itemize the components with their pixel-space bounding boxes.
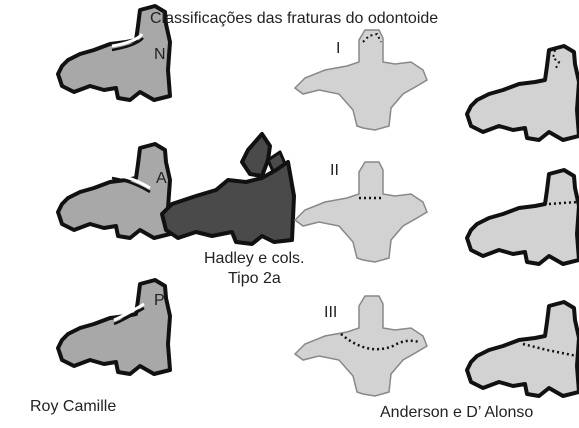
roy-camille-label-p: P <box>154 292 165 310</box>
hadley-caption-line1: Hadley e cols. <box>204 250 305 268</box>
anderson-caption: Anderson e D’ Alonso <box>380 404 533 422</box>
anderson-type-i-lateral <box>467 46 579 140</box>
anderson-type-iii-lateral <box>467 302 579 396</box>
roy-camille-type-a <box>58 144 170 238</box>
hadley-type-2a-figure <box>162 134 294 244</box>
roy-camille-label-n: N <box>154 46 166 64</box>
anderson-type-iii-label: III <box>324 304 337 322</box>
anderson-type-i-frontal <box>295 30 427 130</box>
anderson-type-i-label: I <box>336 40 340 58</box>
hadley-caption-line2: Tipo 2a <box>228 270 281 288</box>
roy-camille-label-a: A <box>156 170 167 188</box>
roy-camille-caption: Roy Camille <box>30 398 116 416</box>
anderson-type-ii-frontal <box>295 162 427 262</box>
anderson-type-iii-frontal <box>295 296 427 396</box>
anderson-type-ii-lateral <box>467 170 579 264</box>
diagram-title: Classificações das fraturas do odontoide <box>150 10 438 28</box>
anderson-type-ii-label: II <box>330 162 339 180</box>
